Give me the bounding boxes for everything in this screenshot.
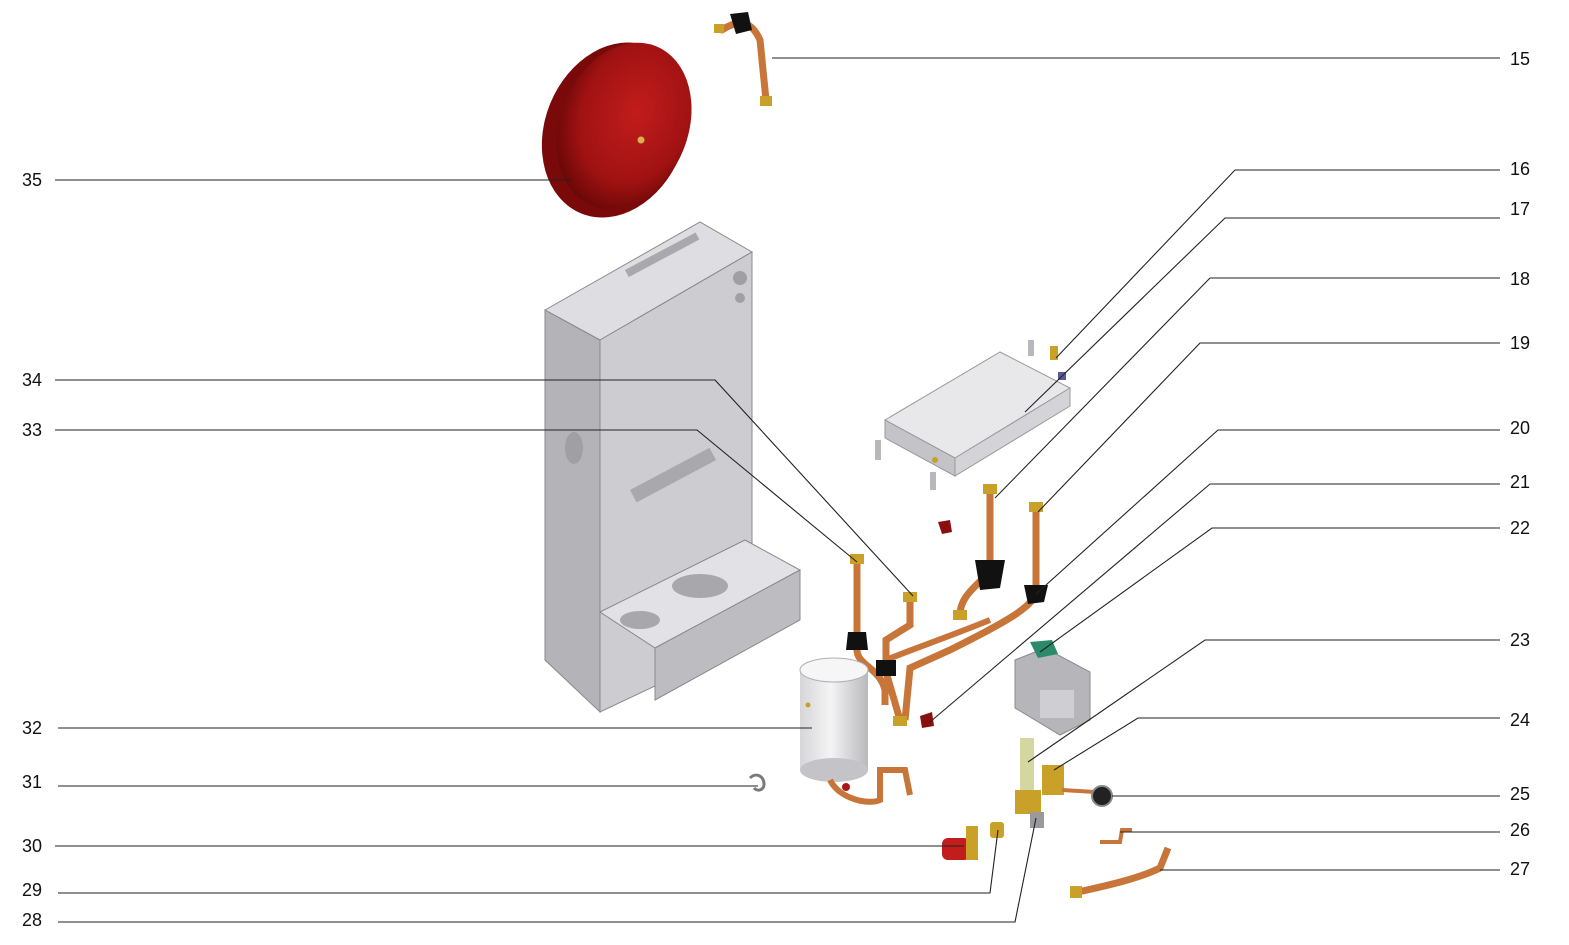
leader-34 — [55, 379, 914, 597]
pipe-33 — [846, 554, 889, 705]
callout-17: 17 — [1510, 199, 1531, 219]
pipe-19 — [901, 502, 1048, 721]
pipe-27 — [1070, 846, 1172, 898]
callout-18: 18 — [1510, 269, 1531, 289]
callout-28: 28 — [22, 910, 43, 930]
pump-30 — [942, 826, 978, 860]
callout-21: 21 — [1510, 472, 1531, 492]
leader-20 — [1035, 429, 1500, 595]
callout-35: 35 — [22, 170, 43, 190]
callout-23: 23 — [1510, 630, 1531, 650]
callout-30: 30 — [22, 836, 43, 856]
expansion-vessel — [541, 42, 692, 218]
gas-valve-22 — [1014, 640, 1091, 736]
leader-33 — [55, 429, 858, 563]
leader-21 — [929, 483, 1500, 723]
clip-31 — [748, 773, 766, 792]
leader-24 — [1053, 717, 1500, 771]
callout-25: 25 — [1510, 784, 1531, 804]
fitting-29 — [990, 822, 1004, 838]
pipe-26 — [1100, 828, 1132, 844]
leader-lines — [55, 57, 1500, 923]
hydraulic-group — [1015, 738, 1113, 828]
callout-33: 33 — [22, 420, 43, 440]
leader-23 — [1027, 639, 1500, 763]
small-valve-20 — [920, 712, 934, 728]
callout-31: 31 — [22, 772, 43, 792]
leader-28 — [58, 817, 1037, 923]
leader-18 — [994, 277, 1500, 499]
pipe-34 — [876, 592, 992, 726]
callout-29: 29 — [22, 880, 43, 900]
small-valve-top — [938, 520, 952, 534]
callout-22: 22 — [1510, 518, 1531, 538]
pipe-15 — [714, 12, 772, 106]
callout-27: 27 — [1510, 859, 1531, 879]
heat-exchanger — [875, 340, 1072, 490]
leader-16 — [1055, 169, 1500, 359]
callout-15: 15 — [1510, 49, 1531, 69]
hot-water-cylinder — [799, 657, 913, 805]
leader-22 — [1039, 527, 1500, 653]
callout-16: 16 — [1510, 159, 1531, 179]
leader-29 — [58, 829, 999, 894]
chassis-frame — [543, 221, 802, 714]
leader-19 — [1037, 342, 1500, 513]
callout-24: 24 — [1510, 710, 1531, 730]
callout-26: 26 — [1510, 820, 1531, 840]
callout-20: 20 — [1510, 418, 1531, 438]
pipe-18 — [953, 484, 1005, 620]
callout-32: 32 — [22, 718, 43, 738]
leader-17 — [1024, 217, 1500, 413]
callout-34: 34 — [22, 370, 43, 390]
callout-19: 19 — [1510, 333, 1531, 353]
